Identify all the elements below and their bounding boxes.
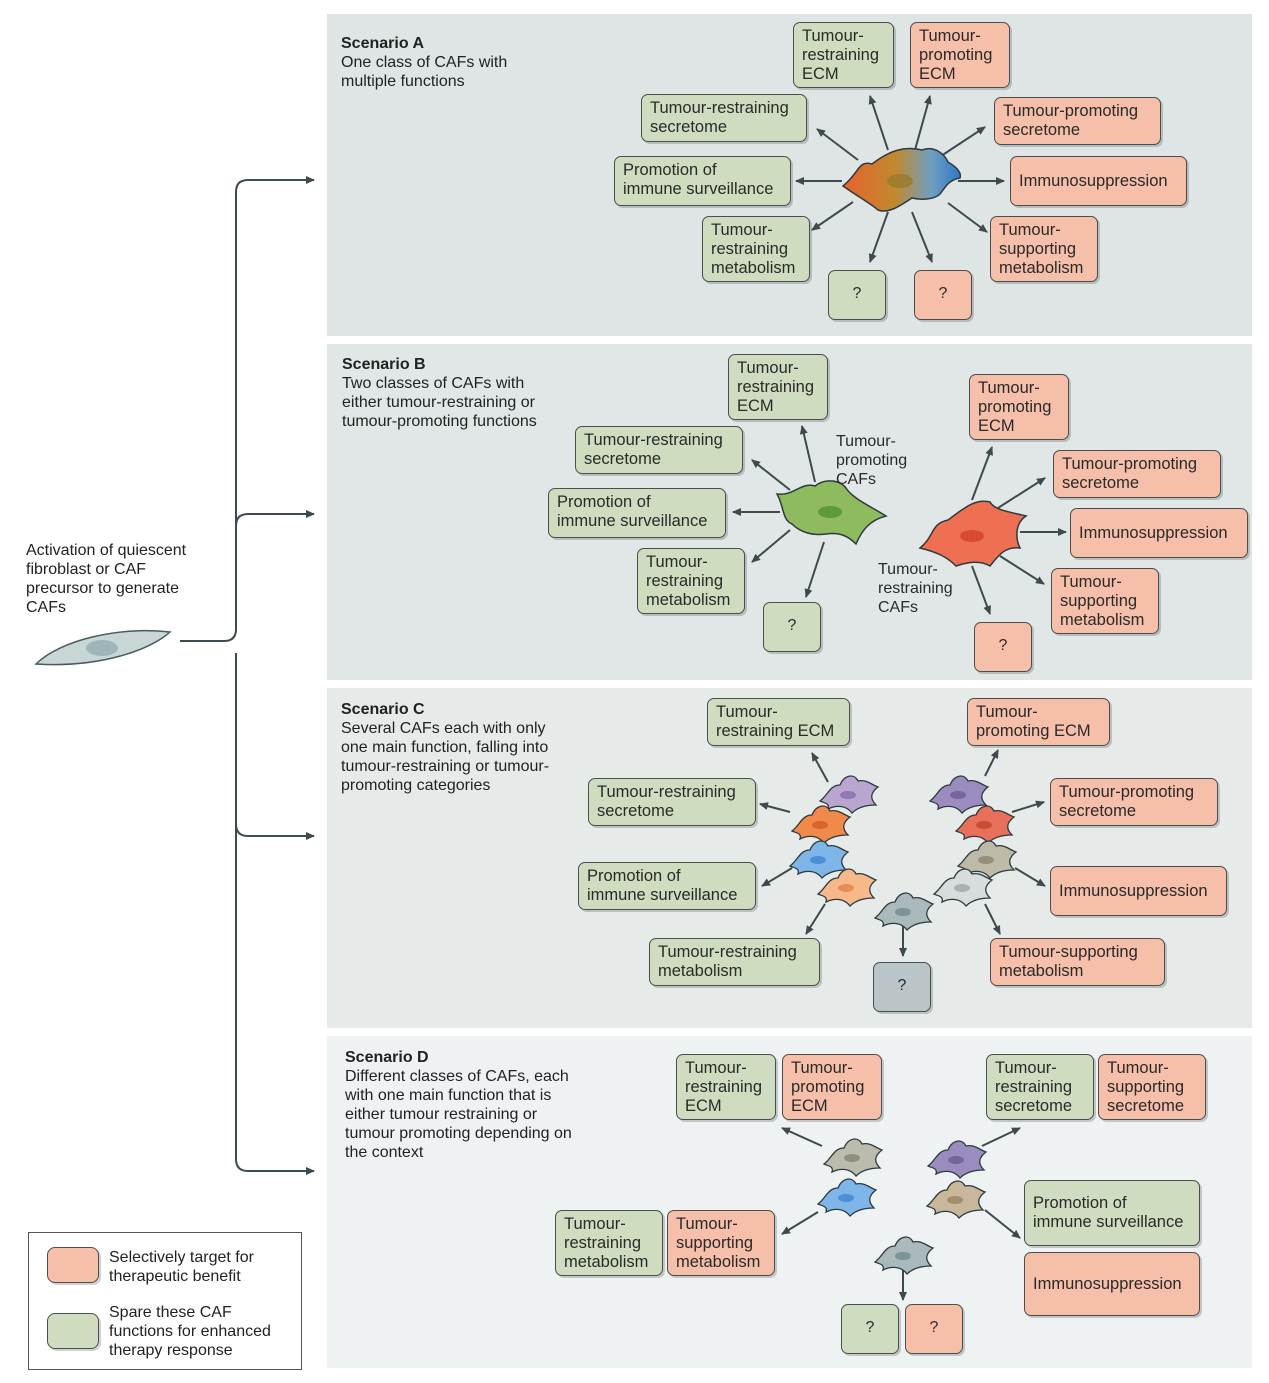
branch-connector <box>180 176 315 1175</box>
legend: Selectively target for therapeutic benef… <box>28 1232 302 1370</box>
c-tumour-restraining-metabolism-box: Tumour-restraining metabolism <box>649 938 820 986</box>
scenario-c-title: Scenario C <box>341 701 425 718</box>
d-tumour-supporting-secretome-box: Tumour- supporting secretome <box>1098 1054 1206 1120</box>
c-tumour-promoting-secretome-box: Tumour-promoting secretome <box>1050 778 1218 826</box>
scenario-d-caf-cells <box>816 1138 988 1275</box>
d-tumour-restraining-secretome-box: Tumour- restraining secretome <box>986 1054 1094 1120</box>
legend-target-text: Selectively target for therapeutic benef… <box>109 1249 254 1285</box>
b-tumour-restraining-secretome-box: Tumour-restraining secretome <box>575 426 743 474</box>
d-immunosuppression-box: Immunosuppression <box>1024 1252 1200 1316</box>
legend-spare-text: Spare these CAF functions for enhanced t… <box>109 1304 271 1359</box>
d-tumour-restraining-ecm-box: Tumour- restraining ECM <box>676 1054 776 1120</box>
a-tumour-restraining-metabolism-box: Tumour- restraining metabolism <box>702 216 810 282</box>
d-tan-caf-cell <box>925 1180 987 1219</box>
scenario-d-arrows <box>781 1127 1021 1301</box>
a-immunosuppression-box: Immunosuppression <box>1010 156 1187 206</box>
c-tumour-restraining-secretome-box: Tumour-restraining secretome <box>588 778 756 826</box>
d-violet-caf-cell <box>926 1140 988 1179</box>
c-tumour-restraining-ecm-box: Tumour- restraining ECM <box>707 698 850 746</box>
b-tumour-restraining-metabolism-box: Tumour- restraining metabolism <box>637 548 745 614</box>
b-tumour-supporting-metabolism-box: Tumour- supporting metabolism <box>1051 568 1159 634</box>
b-immunosuppression-box: Immunosuppression <box>1070 508 1248 558</box>
scenario-a-description: One class of CAFs with multiple function… <box>341 54 508 90</box>
a-tumour-supporting-metabolism-box: Tumour- supporting metabolism <box>990 216 1098 282</box>
a-tumour-restraining-ecm-box: Tumour- restraining ECM <box>793 22 894 88</box>
scenario-b-restraining-caf-cell <box>918 500 1028 567</box>
d-grey-caf-cell <box>822 1138 884 1177</box>
c-purple-caf-cell <box>818 775 880 814</box>
c-unknown-box: ? <box>873 962 931 1012</box>
a-tumour-restraining-secretome-box: Tumour-restraining secretome <box>641 94 807 142</box>
c-immune-surveillance-box: Promotion of immune surveillance <box>578 862 756 910</box>
b-tumour-promoting-secretome-box: Tumour-promoting secretome <box>1053 450 1221 498</box>
scenario-c-description: Several CAFs each with only one main fun… <box>341 720 550 794</box>
a-tumour-promoting-secretome-box: Tumour-promoting secretome <box>994 97 1161 145</box>
c-lightgrey-caf-cell <box>932 868 994 907</box>
scenario-a-caf-cell <box>841 147 962 212</box>
c-violet-caf-cell <box>928 775 990 814</box>
activation-label: Activation of quiescent fibroblast or CA… <box>26 542 187 616</box>
c-blue-caf-cell <box>788 840 850 879</box>
a-tumour-promoting-ecm-box: Tumour- promoting ECM <box>910 22 1010 88</box>
a-immune-surveillance-box: Promotion of immune surveillance <box>614 156 791 206</box>
c-orange-caf-cell <box>790 805 852 844</box>
scenario-d-description: Different classes of CAFs, each with one… <box>345 1068 572 1161</box>
b-immune-surveillance-box: Promotion of immune surveillance <box>548 488 726 538</box>
legend-target-swatch <box>47 1247 99 1283</box>
d-unknown-red-box: ? <box>905 1304 963 1354</box>
b-unknown-green-box: ? <box>763 602 821 652</box>
b-tumour-restraining-ecm-box: Tumour- restraining ECM <box>728 354 828 420</box>
b-tumour-promoting-cafs-label: Tumour- promoting CAFs <box>836 433 908 488</box>
d-slate-caf-cell <box>873 1236 935 1275</box>
c-tumour-supporting-metabolism-box: Tumour-supporting metabolism <box>990 938 1165 986</box>
scenario-a-title: Scenario A <box>341 35 424 52</box>
legend-spare-swatch <box>47 1313 99 1349</box>
scenario-b-description: Two classes of CAFs with either tumour-r… <box>342 375 537 430</box>
scenario-b-promoting-caf-cell <box>775 480 888 546</box>
scenario-a-arrows <box>795 95 1005 263</box>
quiescent-fibroblast-icon <box>34 629 172 666</box>
d-tumour-promoting-ecm-box: Tumour- promoting ECM <box>782 1054 882 1120</box>
b-tumour-promoting-ecm-box: Tumour- promoting ECM <box>969 374 1069 440</box>
c-slate-caf-cell <box>873 892 935 931</box>
c-tumour-promoting-ecm-box: Tumour- promoting ECM <box>967 698 1110 746</box>
a-unknown-green-box: ? <box>828 270 886 320</box>
scenario-d-title: Scenario D <box>345 1049 429 1066</box>
c-immunosuppression-box: Immunosuppression <box>1050 866 1227 916</box>
d-tumour-restraining-metabolism-box: Tumour- restraining metabolism <box>555 1210 663 1276</box>
d-unknown-green-box: ? <box>841 1304 899 1354</box>
scenario-c-caf-cells <box>788 775 1018 931</box>
d-tumour-supporting-metabolism-box: Tumour- supporting metabolism <box>667 1210 775 1276</box>
b-tumour-restraining-cafs-label: Tumour- restraining CAFs <box>878 561 953 616</box>
a-unknown-red-box: ? <box>914 270 972 320</box>
b-unknown-red-box: ? <box>974 622 1032 672</box>
d-blue-caf-cell <box>816 1178 878 1217</box>
scenario-b-title: Scenario B <box>342 356 426 373</box>
c-peach-caf-cell <box>816 868 878 907</box>
d-immune-surveillance-box: Promotion of immune surveillance <box>1024 1180 1200 1246</box>
c-red-caf-cell <box>954 805 1016 844</box>
scenario-b-arrows <box>732 425 1067 615</box>
scenario-c-arrows <box>759 749 1046 957</box>
